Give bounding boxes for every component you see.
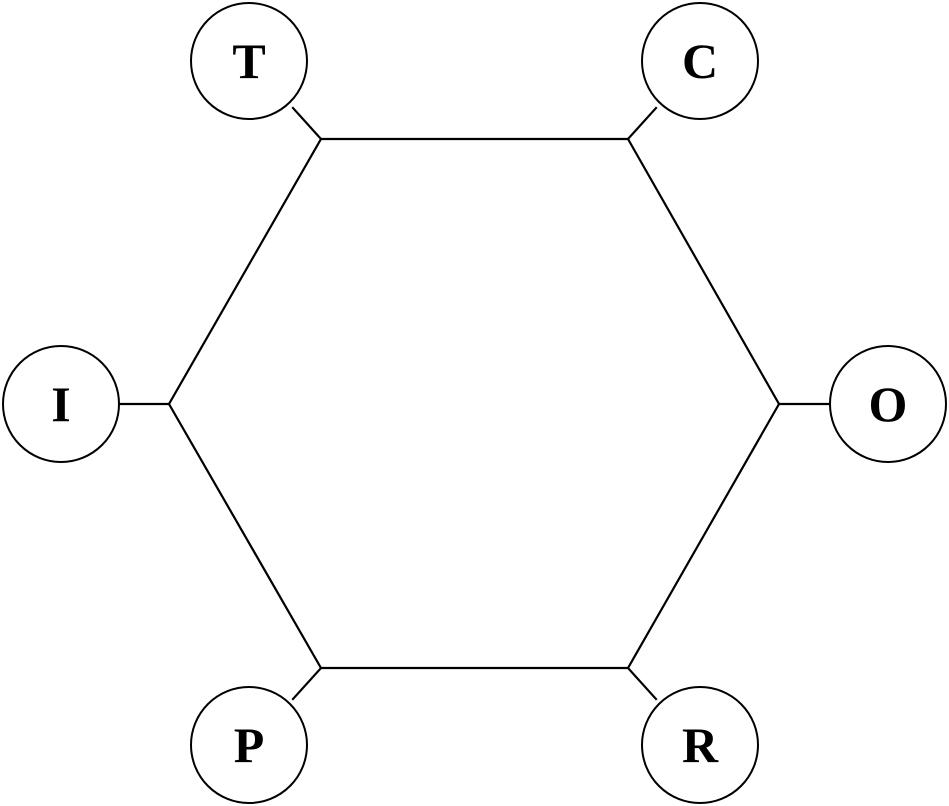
hexagon-outline bbox=[167, 137, 781, 670]
node-circle-left bbox=[2, 345, 120, 463]
node-top-left: T bbox=[190, 2, 308, 120]
node-label-right: O bbox=[869, 376, 908, 432]
node-circle-top-right bbox=[641, 2, 759, 120]
node-bottom-right: R bbox=[641, 686, 759, 804]
node-label-bottom-right: R bbox=[682, 717, 719, 773]
node-top-right: C bbox=[641, 2, 759, 120]
connector-bottom-left bbox=[291, 666, 323, 701]
node-label-top-right: C bbox=[682, 33, 718, 89]
node-circle-top-left bbox=[190, 2, 308, 120]
node-label-left: I bbox=[51, 376, 70, 432]
node-bottom-left: P bbox=[190, 686, 308, 804]
connector-top-left bbox=[291, 106, 323, 141]
node-circle-bottom-right bbox=[641, 686, 759, 804]
node-label-top-left: T bbox=[232, 33, 265, 89]
node-circle-right bbox=[829, 345, 947, 463]
node-left: I bbox=[2, 345, 120, 463]
node-circle-bottom-left bbox=[190, 686, 308, 804]
connector-top-right bbox=[626, 106, 658, 141]
connector-bottom-right bbox=[626, 666, 658, 701]
node-label-bottom-left: P bbox=[234, 717, 265, 773]
node-right: O bbox=[829, 345, 947, 463]
